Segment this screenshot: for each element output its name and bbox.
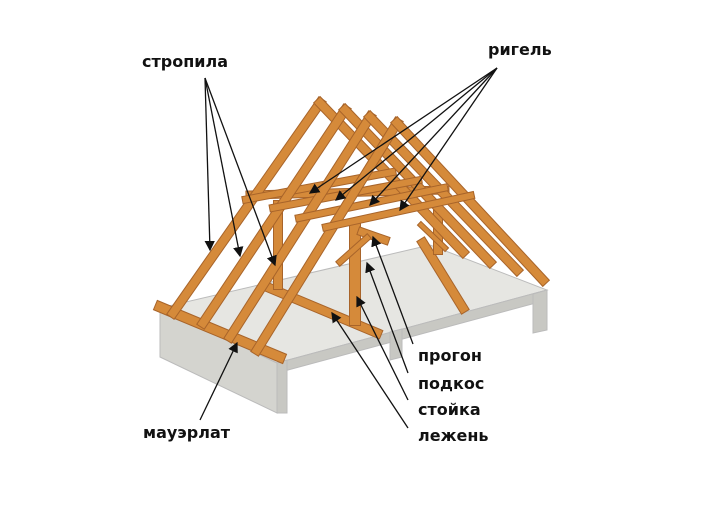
strut-back: [418, 222, 448, 251]
label-wall-plate: мауэрлат: [143, 423, 231, 442]
rafter-left-3: [224, 111, 376, 343]
rafter-left-2: [197, 104, 351, 329]
rafter-right-2: [339, 104, 496, 268]
rafter-right-3: [364, 111, 523, 276]
label-sleeper: лежень: [418, 426, 489, 445]
sleeper-back: [417, 237, 469, 314]
timber-frame: [152, 95, 551, 365]
strut-front: [336, 234, 371, 266]
label-post: стойка: [418, 400, 481, 419]
label-purlin: прогон: [418, 346, 482, 365]
rafter-left-4: [251, 117, 403, 356]
label-rafters: стропила: [142, 52, 228, 71]
rafter-left-1: [167, 97, 326, 319]
rafter-right-1: [314, 97, 469, 258]
label-strut: подкос: [418, 374, 485, 393]
collar-tie-4: [322, 192, 475, 231]
label-collar-tie: ригель: [488, 40, 552, 59]
pointer-arrows: [199, 67, 498, 429]
